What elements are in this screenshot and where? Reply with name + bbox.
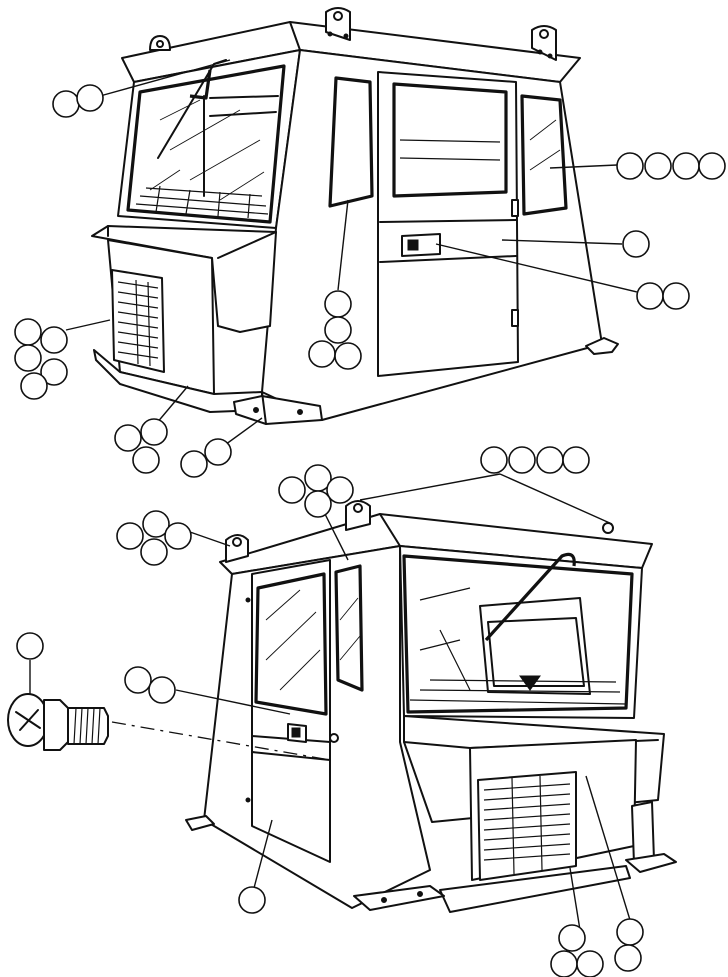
callout-bubble — [16, 632, 44, 660]
callout-bubble — [140, 418, 168, 446]
callout-bubble — [698, 152, 726, 180]
callout-bubble — [164, 522, 192, 550]
callout-bubble — [614, 944, 642, 972]
cab-upper-view — [91, 7, 619, 425]
callout-bubble — [508, 446, 536, 474]
screw-detail — [7, 693, 331, 761]
callout-bubble — [40, 358, 68, 386]
upper-lifting-eye-right — [531, 25, 557, 61]
lower-grille — [477, 771, 577, 881]
lower-lifting-eye-right — [602, 522, 614, 534]
callout-bubble — [40, 326, 68, 354]
lower-lifting-eye-left — [225, 534, 249, 563]
lower-rear-window-interior — [409, 552, 627, 705]
callout-bubble — [324, 290, 352, 318]
callout-bubble — [636, 282, 664, 310]
callout-bubble — [76, 84, 104, 112]
callout-bubble — [238, 886, 266, 914]
callout-bubble — [616, 152, 644, 180]
lower-door-window — [254, 572, 328, 716]
callout-bubble — [132, 446, 160, 474]
callout-bubble — [142, 510, 170, 538]
upper-side-window — [328, 76, 374, 208]
callout-bubble — [550, 950, 578, 977]
lower-foot-right — [625, 853, 677, 873]
callout-bubble — [14, 344, 42, 372]
callout-bubble — [562, 446, 590, 474]
lower-leg-right — [631, 801, 655, 865]
upper-lifting-eye-middle — [325, 7, 351, 41]
lower-wiper-arm — [484, 552, 576, 642]
lower-rear-window — [402, 554, 634, 714]
lower-foot-rear — [185, 815, 215, 831]
callout-bubble — [536, 446, 564, 474]
callout-bubbles — [14, 84, 726, 977]
callout-bubble — [334, 342, 362, 370]
lower-door — [251, 559, 331, 863]
callout-bubble — [622, 230, 650, 258]
callout-bubble — [52, 90, 80, 118]
cab-lower-view — [185, 500, 677, 913]
callout-bubble — [124, 666, 152, 694]
callout-bubble — [140, 538, 168, 566]
callout-bubble — [148, 676, 176, 704]
lower-rear-panel — [399, 545, 643, 719]
callout-bubble — [308, 340, 336, 368]
callout-bubble — [114, 424, 142, 452]
callout-bubble — [116, 522, 144, 550]
callout-bubble — [326, 476, 354, 504]
callout-bubble — [644, 152, 672, 180]
upper-grille-louvers — [117, 279, 159, 367]
callout-bubble — [278, 476, 306, 504]
callout-bubble — [576, 950, 604, 977]
callout-bubble — [180, 450, 208, 478]
lower-side-window — [334, 564, 364, 692]
callout-bubble — [204, 438, 232, 466]
callout-bubble — [20, 372, 48, 400]
screw-centerline — [111, 721, 331, 761]
lower-door-window-hatching — [265, 589, 321, 691]
callout-bubble — [324, 316, 352, 344]
lower-lifting-eye-middle — [345, 500, 371, 531]
upper-windshield — [126, 64, 286, 224]
callout-bubble — [616, 918, 644, 946]
upper-rear-window — [520, 94, 568, 216]
callout-bubble — [304, 490, 332, 518]
callout-bubble — [558, 924, 586, 952]
callout-bubble — [14, 318, 42, 346]
callout-bubble — [662, 282, 690, 310]
callout-bubble — [672, 152, 700, 180]
upper-door-window — [392, 82, 508, 198]
upper-door — [377, 71, 519, 377]
callout-bubble — [480, 446, 508, 474]
upper-foot-rear — [585, 337, 619, 355]
lower-grille-louvers — [483, 775, 571, 875]
lower-base — [439, 865, 631, 913]
